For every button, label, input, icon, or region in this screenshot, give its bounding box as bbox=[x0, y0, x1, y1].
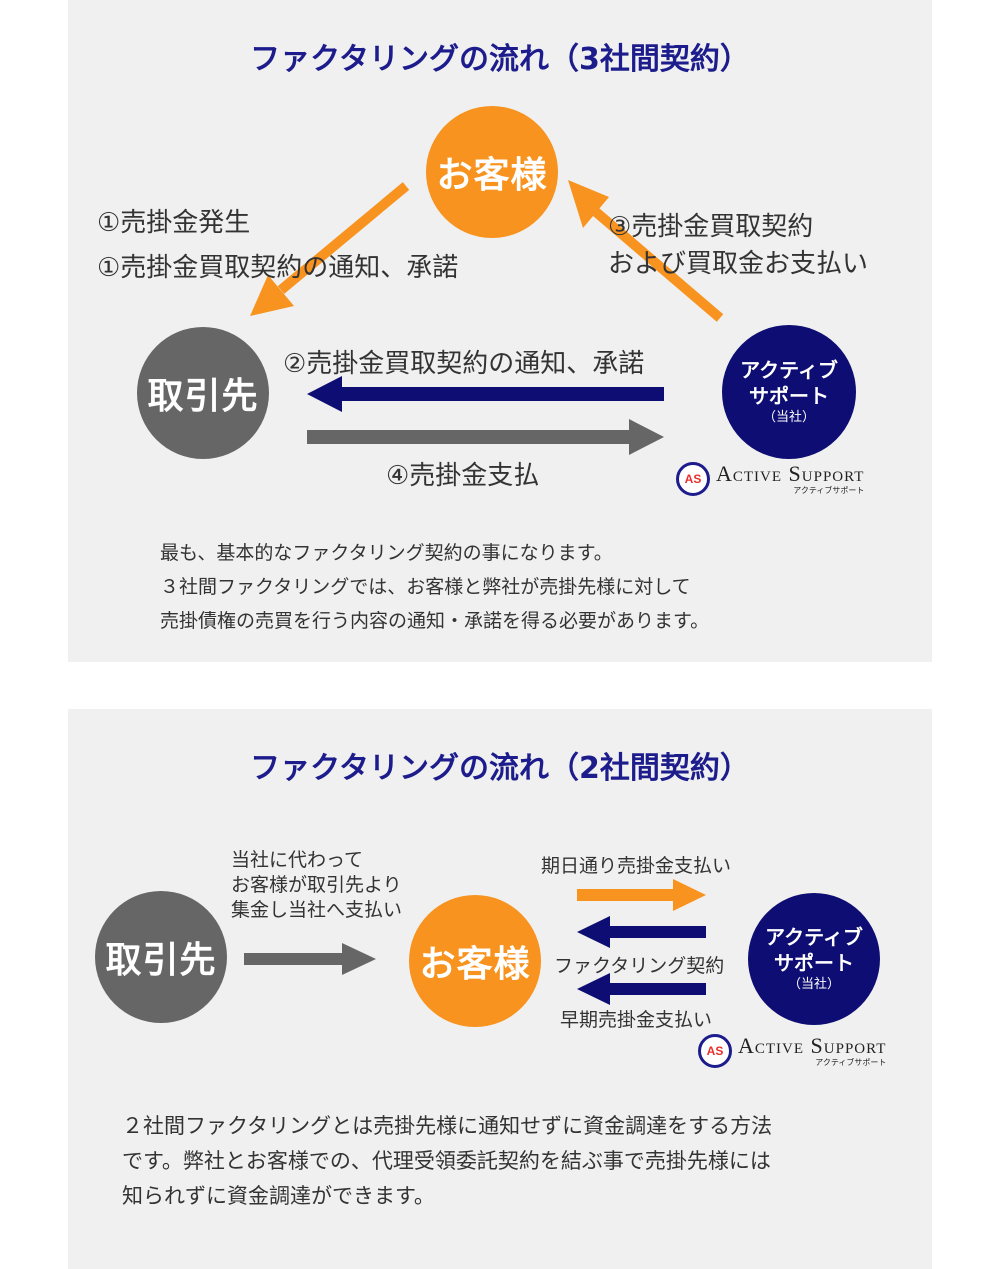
two-party-description: ２社間ファクタリングとは売掛先様に通知せずに資金調達をする方法 です。弊社とお客… bbox=[122, 1114, 773, 1208]
arrow-customer-to-partner bbox=[277, 182, 410, 294]
payment-note-label: 当社に代わって お客様が取引先より 集金し当社へ支払い bbox=[231, 849, 403, 921]
active-support-label-1: アクティブ bbox=[765, 925, 863, 949]
logo-sub: アクティブサポート bbox=[793, 486, 865, 495]
three-party-arrows bbox=[250, 180, 724, 455]
active-support-label-2: サポート bbox=[749, 384, 829, 408]
step2-label: ②売掛金買取契約の通知、承諾 bbox=[283, 349, 645, 379]
active-support-logo-icon: AS bbox=[676, 462, 710, 496]
partner-node: 取引先 bbox=[137, 327, 269, 459]
active-support-logo-2: AS Active Support アクティブサポート bbox=[698, 1034, 886, 1068]
active-support-logo: AS Active Support アクティブサポート bbox=[676, 462, 864, 496]
arrow-partner-to-customer-head bbox=[342, 943, 376, 975]
arrow-early-payment bbox=[610, 983, 706, 995]
customer-node: お客様 bbox=[426, 106, 558, 238]
arrow-contract bbox=[610, 926, 706, 938]
three-party-title: ファクタリングの流れ（3社間契約） bbox=[250, 42, 750, 77]
active-support-label-2: サポート bbox=[774, 951, 854, 975]
arrow-support-to-customer bbox=[592, 208, 724, 322]
active-support-node: アクティブ サポート （当社） bbox=[722, 325, 856, 459]
arrow-customer-to-partner-head bbox=[250, 275, 294, 316]
step1b-label: ①売掛金買取契約の通知、承諾 bbox=[97, 253, 459, 283]
arrow-partner-to-customer bbox=[244, 953, 342, 965]
arrow-due-payment-head bbox=[673, 879, 706, 911]
arrow-due-payment bbox=[577, 889, 673, 901]
two-party-title: ファクタリングの流れ（2社間契約） bbox=[250, 751, 750, 786]
step3b-label: および買取金お支払い bbox=[608, 249, 869, 279]
three-party-description: 最も、基本的なファクタリング契約の事になります。 ３社間ファクタリングでは、お客… bbox=[160, 542, 710, 632]
logo-name: Active Support bbox=[738, 1033, 887, 1058]
arrow-partner-to-support-head bbox=[629, 419, 664, 455]
active-support-label-3: （当社） bbox=[762, 410, 815, 425]
contract-label: ファクタリング契約 bbox=[554, 955, 725, 977]
step4-label: ④売掛金支払 bbox=[386, 461, 540, 491]
arrow-support-to-partner-head bbox=[307, 376, 342, 412]
active-support-logo-icon: AS bbox=[698, 1034, 732, 1068]
step1a-label: ①売掛金発生 bbox=[97, 208, 251, 238]
logo-name: Active Support bbox=[716, 461, 865, 486]
arrow-support-to-partner bbox=[340, 387, 664, 401]
active-support-node-2: アクティブ サポート （当社） bbox=[748, 893, 880, 1025]
arrow-partner-to-support bbox=[307, 430, 631, 444]
due-payment-label: 期日通り売掛金支払い bbox=[541, 855, 732, 877]
step3a-label: ③売掛金買取契約 bbox=[608, 212, 814, 242]
early-payment-label: 早期売掛金支払い bbox=[560, 1009, 713, 1031]
active-support-label-1: アクティブ bbox=[740, 358, 838, 382]
partner-node-2: 取引先 bbox=[95, 891, 227, 1023]
logo-sub: アクティブサポート bbox=[815, 1058, 887, 1067]
arrow-support-to-customer-head bbox=[568, 180, 609, 228]
arrow-contract-head bbox=[577, 916, 610, 948]
active-support-label-3: （当社） bbox=[787, 977, 840, 992]
customer-node-2: お客様 bbox=[409, 895, 541, 1027]
arrow-early-payment-head bbox=[577, 973, 610, 1005]
